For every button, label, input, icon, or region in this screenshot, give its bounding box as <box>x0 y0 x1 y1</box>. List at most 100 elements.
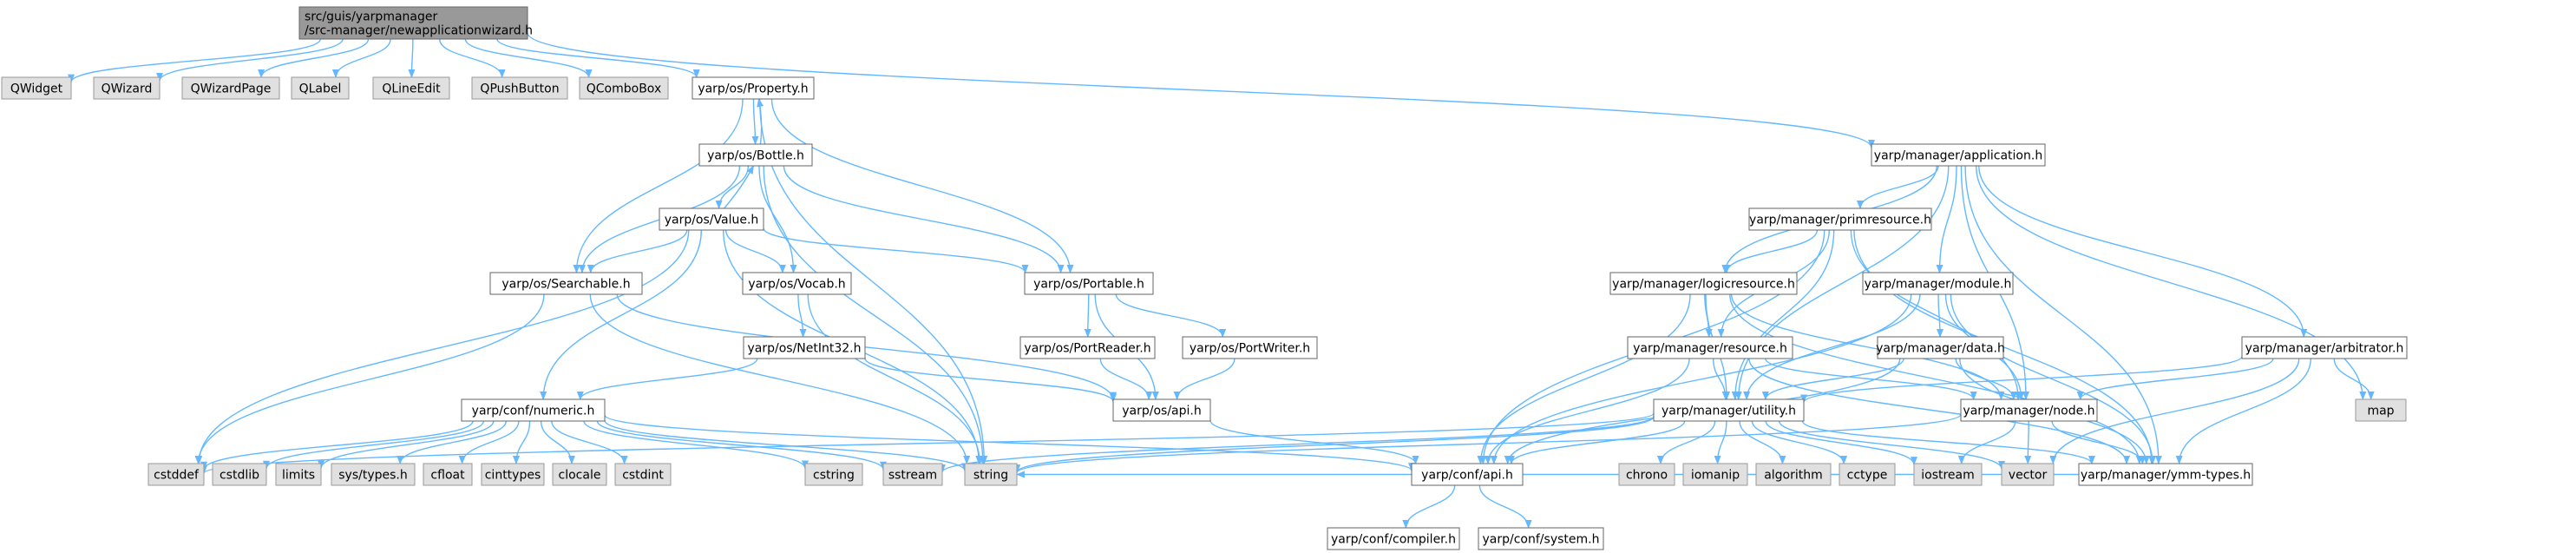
node-algorithm: algorithm <box>1755 463 1832 486</box>
edge-Bottle-to-Portable <box>783 165 1065 273</box>
node-box <box>471 76 568 100</box>
node-node[interactable]: yarp/manager/node.h <box>1960 398 2098 422</box>
node-label: yarp/manager/node.h <box>1963 405 2094 418</box>
node-root[interactable]: src/guis/yarpmanager/src-manager/newappl… <box>298 6 533 40</box>
edge-numeric-to-cinttypes <box>512 420 531 464</box>
edge-Vocab-to-NetInt32 <box>797 293 807 338</box>
node-arbitrator[interactable]: yarp/manager/arbitrator.h <box>2241 336 2408 359</box>
node-label: algorithm <box>1764 469 1823 483</box>
node-label: cinttypes <box>485 469 541 483</box>
edge-numeric-to-clocale <box>540 420 575 464</box>
node-box <box>331 463 416 486</box>
node-label: cctype <box>1847 469 1888 483</box>
node-logicresource[interactable]: yarp/manager/logicresource.h <box>1609 272 1798 295</box>
node-utility[interactable]: yarp/manager/utility.h <box>1653 398 1805 422</box>
node-systypes: sys/types.h <box>331 463 416 486</box>
node-Portable[interactable]: yarp/os/Portable.h <box>1024 272 1154 295</box>
node-Property[interactable]: yarp/os/Property.h <box>692 76 815 100</box>
edge-Bottle-to-Property <box>757 98 764 145</box>
node-data[interactable]: yarp/manager/data.h <box>1876 336 2005 359</box>
node-Value[interactable]: yarp/os/Value.h <box>659 207 764 231</box>
node-label: yarp/conf/api.h <box>1421 469 1513 483</box>
node-confapi[interactable]: yarp/conf/api.h <box>1411 463 1524 486</box>
node-system[interactable]: yarp/conf/system.h <box>1478 527 1604 550</box>
node-box <box>481 463 545 486</box>
node-box <box>1618 463 1675 486</box>
node-label: cstring <box>813 469 855 483</box>
edge-arbitrator-to-utility <box>1800 355 2243 404</box>
node-NetInt32[interactable]: yarp/os/NetInt32.h <box>743 336 866 359</box>
node-box <box>1411 463 1524 486</box>
node-Vocab[interactable]: yarp/os/Vocab.h <box>742 272 852 295</box>
node-PortReader[interactable]: yarp/os/PortReader.h <box>1019 336 1156 359</box>
node-compiler[interactable]: yarp/conf/compiler.h <box>1327 527 1460 550</box>
node-box <box>212 463 267 486</box>
node-label: yarp/conf/compiler.h <box>1331 533 1456 547</box>
node-label: yarp/os/api.h <box>1122 405 1201 418</box>
node-box <box>1913 463 1983 486</box>
node-label: vector <box>2009 469 2048 483</box>
edge-primresource-to-logicresource <box>1723 229 1819 273</box>
edge-Property-to-Bottle <box>751 98 759 145</box>
node-QLabel: QLabel <box>291 76 350 100</box>
node-label: QPushButton <box>480 82 559 96</box>
node-box <box>743 336 866 359</box>
node-label: yarp/manager/module.h <box>1865 278 2012 292</box>
node-string: string <box>964 463 1018 486</box>
edge-application-to-map <box>1976 165 2367 400</box>
node-label: cstdlib <box>220 469 259 483</box>
node-label: yarp/manager/ymm-types.h <box>2081 469 2251 483</box>
edge-root-to-QPushButton <box>439 38 506 78</box>
edge-module-to-utility <box>1743 293 1921 400</box>
node-application[interactable]: yarp/manager/application.h <box>1871 143 2046 167</box>
edge-Value-to-Vocab <box>724 229 786 273</box>
edge-numeric-to-confapi <box>604 414 1415 472</box>
edge-NetInt32-to-numeric <box>576 358 758 400</box>
node-box <box>552 463 607 486</box>
node-resource[interactable]: yarp/manager/resource.h <box>1627 336 1793 359</box>
node-label: yarp/os/PortWriter.h <box>1190 342 1310 356</box>
edge-arbitrator-to-map <box>2333 358 2375 400</box>
edge-Bottle-to-Value <box>715 165 750 209</box>
edge-utility-to-sstream <box>939 415 1655 473</box>
node-label: yarp/os/Vocab.h <box>748 278 845 292</box>
node-PortWriter[interactable]: yarp/os/PortWriter.h <box>1182 336 1318 359</box>
edge-PortWriter-to-osapi <box>1173 358 1236 400</box>
node-numeric[interactable]: yarp/conf/numeric.h <box>461 398 606 422</box>
node-box <box>1960 398 2098 422</box>
edge-Searchable-to-cstddef <box>194 293 545 464</box>
node-box <box>1112 398 1211 422</box>
edge-numeric-to-limits <box>318 420 495 470</box>
node-osapi[interactable]: yarp/os/api.h <box>1112 398 1211 422</box>
node-cfloat: cfloat <box>423 463 473 486</box>
node-clocale: clocale <box>552 463 607 486</box>
node-box <box>804 463 863 486</box>
edge-utility-to-iomanip <box>1714 420 1727 464</box>
edge-Portable-to-PortWriter <box>1115 293 1227 338</box>
node-QComboBox: QComboBox <box>579 76 669 100</box>
node-label: sys/types.h <box>338 469 407 483</box>
node-vector: vector <box>2001 463 2055 486</box>
node-box <box>275 463 322 486</box>
node-box <box>1653 398 1805 422</box>
node-Bottle[interactable]: yarp/os/Bottle.h <box>698 143 813 167</box>
edge-Value-to-Searchable <box>587 229 688 273</box>
edge-utility-to-chrono <box>1656 420 1716 464</box>
edge-PortReader-to-osapi <box>1099 358 1153 400</box>
node-box <box>1 76 72 100</box>
node-chrono: chrono <box>1618 463 1675 486</box>
node-module[interactable]: yarp/manager/module.h <box>1862 272 2014 295</box>
node-Searchable[interactable]: yarp/os/Searchable.h <box>489 272 643 295</box>
edge-numeric-to-sstream <box>596 420 887 471</box>
node-label: src/guis/yarpmanager <box>305 10 437 24</box>
node-label: iostream <box>1921 469 1975 483</box>
node-box <box>372 76 450 100</box>
node-label: cstddef <box>154 469 200 483</box>
node-label: yarp/os/Searchable.h <box>501 278 630 292</box>
node-box <box>1609 272 1798 295</box>
node-ymm[interactable]: yarp/manager/ymm-types.h <box>2078 463 2253 486</box>
node-box <box>698 143 813 167</box>
edge-numeric-to-cstdlib <box>263 420 485 470</box>
node-box <box>882 463 943 486</box>
node-primresource[interactable]: yarp/manager/primresource.h <box>1748 207 1932 231</box>
